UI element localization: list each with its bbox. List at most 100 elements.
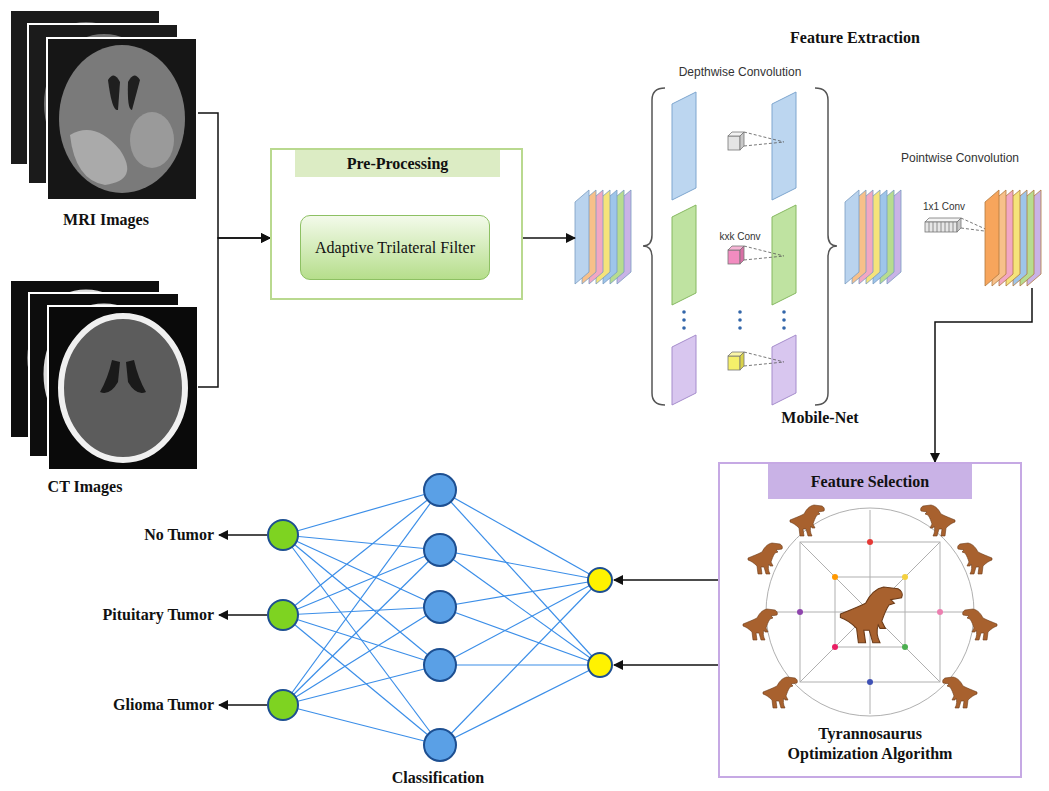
network-link: [283, 615, 440, 745]
ellipsis-dots: [682, 326, 686, 330]
tyrannosaurus-icon: [921, 505, 955, 536]
output-arrow: [219, 534, 267, 536]
input-neuron: [588, 568, 612, 592]
mri-image-stack: [108, 75, 120, 110]
ct-image-stack: [100, 360, 120, 393]
network-link: [440, 664, 600, 665]
search-point: [797, 609, 803, 615]
kernel-projection: [744, 352, 784, 362]
depthwise-plane: [672, 92, 796, 405]
network-link: [283, 550, 440, 705]
stage-box: Pre-ProcessingAdaptive Trilateral Filter: [270, 148, 523, 300]
depthwise-plane: [772, 92, 796, 200]
network-link: [440, 665, 600, 745]
search-point: [832, 574, 838, 580]
hidden-neuron: [424, 591, 456, 623]
search-point: [902, 574, 908, 580]
network-link: [440, 550, 600, 580]
depthwise-plane: [672, 92, 696, 200]
search-point: [867, 539, 873, 545]
network-link: [440, 490, 600, 665]
stage-heading: Feature Extraction: [575, 25, 1047, 51]
kernel-label: 1x1 Conv: [923, 200, 965, 213]
mri-image-stack: [59, 45, 185, 193]
network-link: [283, 490, 600, 745]
input-neuron: [588, 568, 612, 677]
hidden-neuron: [424, 649, 456, 681]
network-link: [283, 607, 440, 615]
network-link: [440, 607, 600, 665]
pointwise-kernel: [925, 218, 961, 222]
search-point: [937, 609, 943, 615]
network-link: [283, 550, 440, 615]
mri-image-stack: [10, 10, 197, 200]
image-stack: MRI Images: [8, 8, 198, 230]
network-link: [283, 705, 440, 745]
tyrannosaurus-icon: [743, 609, 777, 640]
network-link: [283, 535, 440, 665]
stage-heading: Feature Selection: [768, 464, 972, 499]
class-label: Glioma Tumor: [113, 695, 214, 715]
process-label: Adaptive Trilateral Filter: [315, 238, 475, 258]
input-feature-stack: [575, 190, 631, 284]
kernel-projection: [744, 142, 784, 146]
ellipsis-dots: [782, 318, 786, 322]
output-neuron: [268, 600, 298, 630]
tyrannosaurus-icon: [958, 543, 992, 574]
ct-image-stack: [10, 280, 198, 470]
ellipsis-dots: [738, 318, 742, 322]
ellipsis-dots: [782, 326, 786, 330]
kernel-projection: [744, 362, 784, 366]
output-arrow: [219, 704, 267, 706]
depthwise-plane: [672, 205, 696, 305]
depthwise-output-stack: [845, 190, 859, 284]
tyrannosaurus-icon: [748, 543, 782, 574]
pointwise-kernel: [925, 218, 961, 232]
network-link: [283, 490, 440, 615]
network-link: [283, 490, 440, 535]
flow-arrow: [614, 579, 718, 581]
ct-image-stack: [61, 316, 185, 460]
ct-image-stack: [48, 306, 198, 470]
network-link: [283, 535, 440, 607]
pointwise-output-stack: [985, 190, 1041, 286]
network-link: [283, 535, 440, 745]
kernel-cube: [728, 132, 744, 370]
ellipsis-dots: [682, 318, 686, 322]
flow-arrow: [198, 113, 270, 238]
process-box: Adaptive Trilateral Filter: [300, 215, 490, 280]
search-point: [902, 644, 908, 650]
class-label: No Tumor: [144, 525, 214, 545]
pointwise-kernel: [925, 222, 957, 232]
pointwise-output-stack: [985, 190, 999, 286]
output-arrow: [219, 614, 267, 616]
search-space: [766, 508, 974, 716]
network-link: [283, 490, 440, 705]
search-space: [766, 508, 974, 716]
kernel-cube: [728, 356, 740, 370]
kernel-cube: [728, 250, 740, 264]
depthwise-output-stack: [845, 190, 901, 284]
image-caption: CT Images: [48, 477, 123, 497]
hidden-neuron: [424, 729, 456, 761]
tyrannosaurus-icon: [790, 505, 824, 536]
bracket: [815, 88, 837, 405]
output-arrow: [219, 535, 267, 705]
kernel-cube: [740, 246, 744, 264]
tyrannosaurus-icon: [743, 505, 997, 708]
network-link: [283, 535, 440, 550]
input-neuron: [588, 653, 612, 677]
kernel-projection: [744, 132, 784, 366]
layer-label: Depthwise Convolution: [679, 65, 802, 80]
flow-arrow: [935, 288, 1032, 462]
network-link: [440, 550, 600, 665]
network-link: [440, 580, 600, 607]
search-point: [797, 539, 943, 685]
network-link: [440, 580, 600, 745]
hidden-neuron: [424, 474, 456, 761]
input-feature-stack: [575, 190, 589, 284]
image-stack: CT Images: [8, 275, 198, 497]
bracket: [643, 88, 837, 405]
kernel-cube: [728, 136, 740, 150]
